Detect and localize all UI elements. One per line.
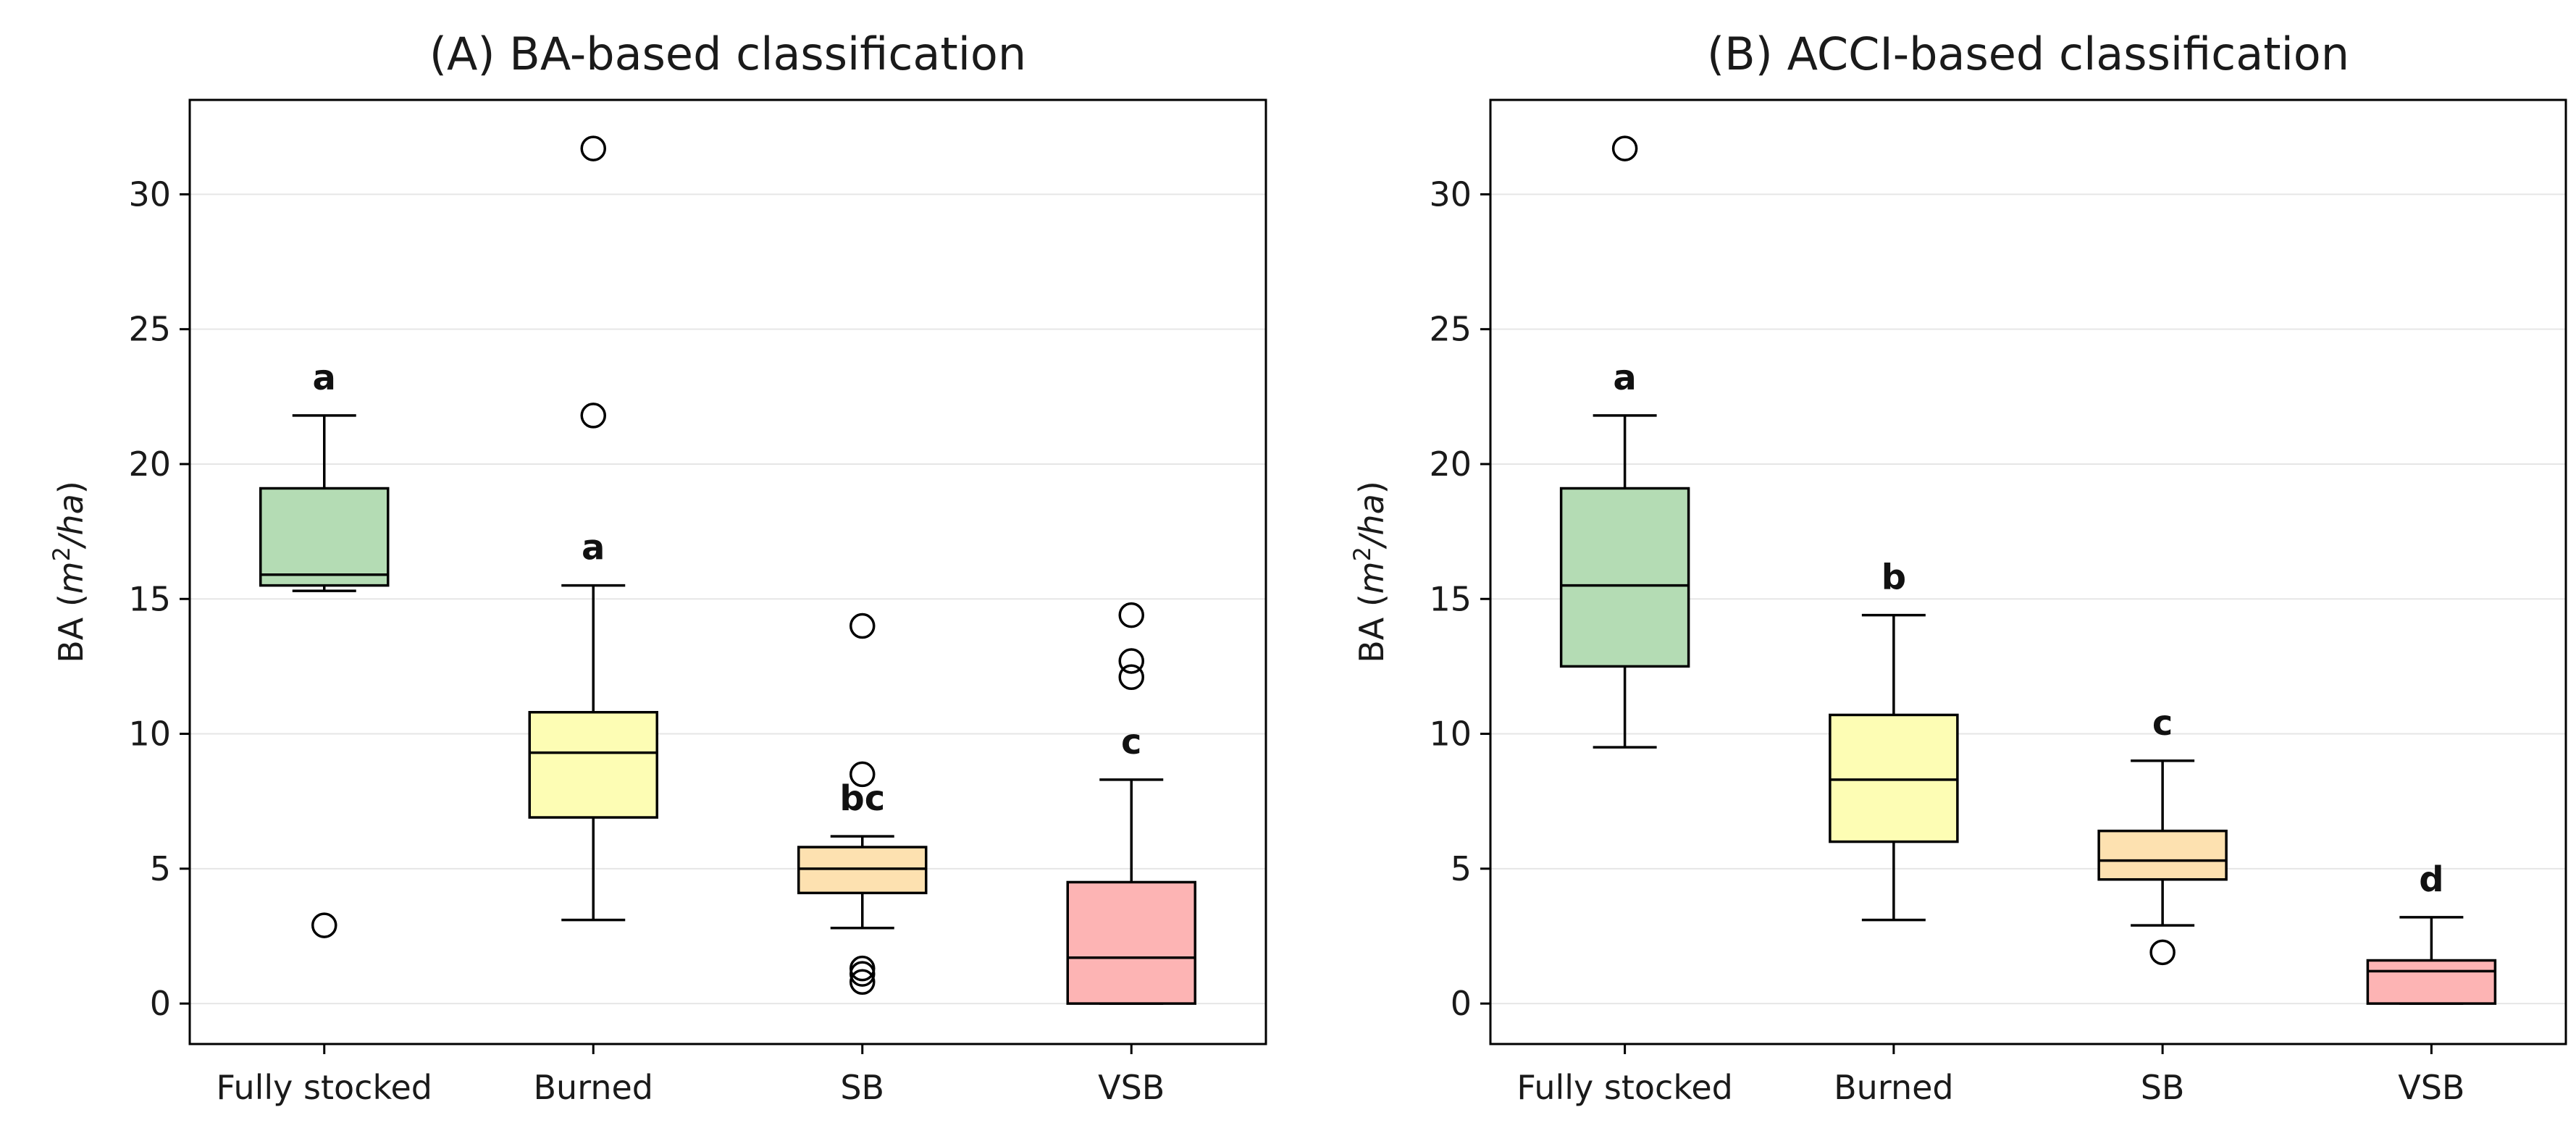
x-tick-label: VSB [2398, 1068, 2464, 1107]
significance-label: d [2419, 859, 2443, 900]
significance-label: c [2152, 703, 2173, 744]
x-tick-label: Fully stocked [217, 1068, 432, 1107]
y-tick-label: 5 [150, 849, 171, 888]
y-tick-label: 30 [1429, 174, 1472, 214]
outlier-point [849, 969, 876, 996]
y-axis-label-part: 2 [1348, 547, 1376, 561]
y-tick-label: 15 [1429, 579, 1472, 618]
outlier-point [311, 912, 337, 938]
x-tick-label: Burned [1834, 1068, 1953, 1107]
y-axis-label-part: ) [51, 481, 91, 494]
box-group-vsb: d [2366, 859, 2497, 1005]
plot-frame [1489, 98, 2567, 1045]
x-tick-label: SB [840, 1068, 884, 1107]
x-tick-label: SB [2141, 1068, 2185, 1107]
outlier-point [1118, 664, 1144, 691]
iqr-box [2366, 959, 2497, 1005]
iqr-box [1066, 880, 1196, 1005]
y-axis-label-part: ) [1352, 481, 1391, 494]
y-tick-label: 20 [1429, 445, 1472, 484]
outlier-point [1611, 135, 1638, 161]
outlier-point [849, 613, 876, 639]
outlier-point [580, 135, 606, 161]
outlier-point [849, 955, 876, 982]
box-group-fully-stocked: a [1559, 135, 1690, 749]
y-tick-label: 15 [128, 579, 171, 618]
iqr-box [259, 487, 390, 587]
significance-label: a [582, 528, 605, 568]
box-group-burned: b [1829, 557, 1959, 922]
y-axis-label-part: BA ( [51, 594, 91, 663]
y-tick-label: 25 [128, 310, 171, 349]
significance-label: c [1121, 722, 1141, 762]
outlier-point [849, 761, 876, 788]
x-tick-label: VSB [1098, 1068, 1165, 1107]
y-axis-label-part: m [51, 561, 91, 594]
iqr-box [797, 846, 928, 895]
y-axis-label: BA (m2/ha) [1348, 481, 1391, 663]
outlier-point [1118, 602, 1144, 628]
x-tick-label: Fully stocked [1516, 1068, 1732, 1107]
chart-title: (B) ACCI-based classification [1707, 28, 2349, 80]
y-tick-label: 10 [1429, 715, 1472, 754]
plot-frame [188, 98, 1267, 1045]
y-tick-label: 10 [128, 715, 171, 754]
box-group-burned: a [528, 135, 658, 922]
significance-label: a [313, 358, 336, 398]
y-axis-label-part: 2 [48, 547, 75, 561]
y-tick-label: 25 [1429, 310, 1472, 349]
iqr-box [1559, 487, 1690, 668]
outlier-point [2149, 939, 2176, 966]
x-tick-label: Burned [534, 1068, 653, 1107]
y-axis-label-part: /ha [51, 494, 91, 550]
box-group-vsb: c [1066, 602, 1196, 1005]
y-tick-label: 20 [128, 445, 171, 484]
y-axis-label-part: /ha [1352, 494, 1391, 550]
y-tick-label: 0 [1451, 984, 1472, 1023]
y-axis-label-part: m [1352, 561, 1391, 594]
iqr-box [1829, 713, 1959, 843]
y-axis-label-part: BA ( [1352, 594, 1391, 663]
y-tick-label: 0 [150, 984, 171, 1023]
box-group-sb: c [2097, 703, 2228, 966]
box-group-fully-stocked: a [259, 358, 390, 938]
box-group-sb: bc [797, 613, 928, 996]
significance-label: bc [839, 778, 885, 819]
outlier-point [580, 403, 606, 429]
significance-label: a [1613, 358, 1636, 398]
chart-title: (A) BA-based classification [429, 28, 1026, 80]
significance-label: b [1881, 557, 1906, 598]
y-tick-label: 30 [128, 174, 171, 214]
y-axis-label: BA (m2/ha) [48, 481, 91, 663]
iqr-box [528, 710, 658, 819]
iqr-box [2097, 829, 2228, 881]
outlier-point [1118, 648, 1144, 674]
y-tick-label: 5 [1451, 849, 1472, 888]
